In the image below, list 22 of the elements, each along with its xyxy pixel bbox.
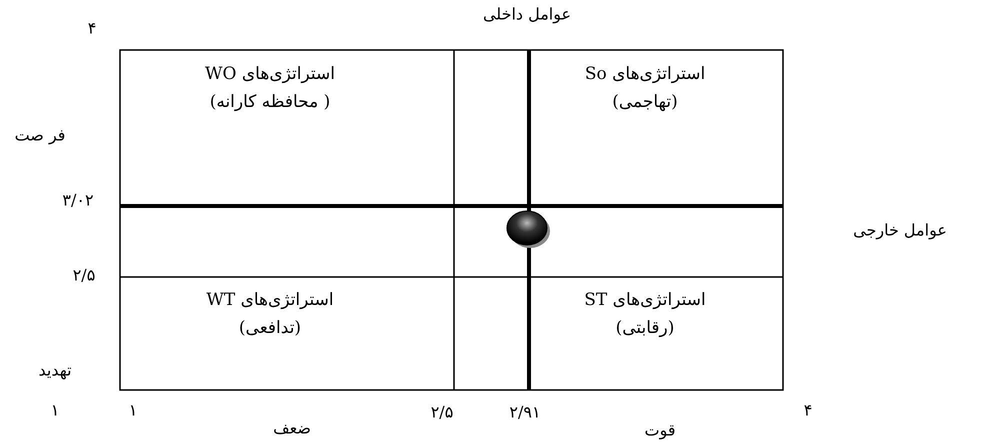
tick-label: ۱ — [50, 400, 60, 420]
quadrant-heading: استراتژی‌های So — [584, 64, 706, 84]
tick-label: ۲/۹۱ — [509, 402, 541, 422]
tick-label: ۲/۵ — [72, 265, 96, 285]
tick-label: ۴ — [88, 18, 96, 38]
tick-label: ۲/۵ — [430, 402, 454, 422]
quadrant-subtitle: (تهاجمی) — [612, 92, 678, 113]
quadrant-subtitle: (تدافعی) — [238, 318, 302, 339]
quadrant-heading: استراتژی‌های WO — [205, 64, 335, 84]
axis-label: قوت — [644, 420, 676, 440]
tick-label: ۳/۰۲ — [62, 190, 94, 210]
axis-label: فر صت — [14, 125, 66, 145]
quadrant-subtitle: ( محافظه کارانه) — [210, 92, 330, 113]
axis-label: تهدید — [38, 360, 72, 380]
axis-label: ضعف — [273, 418, 311, 438]
tick-label: ۴ — [804, 400, 812, 420]
title: عوامل داخلی — [482, 4, 572, 24]
quadrant-subtitle: (رقابتی) — [616, 318, 674, 339]
tick-label: ۱ — [128, 400, 138, 420]
axis-label: عوامل خارجی — [853, 220, 947, 240]
quadrant-heading: استراتژی‌های ST — [584, 290, 706, 310]
quadrant-heading: استراتژی‌های WT — [206, 290, 334, 310]
